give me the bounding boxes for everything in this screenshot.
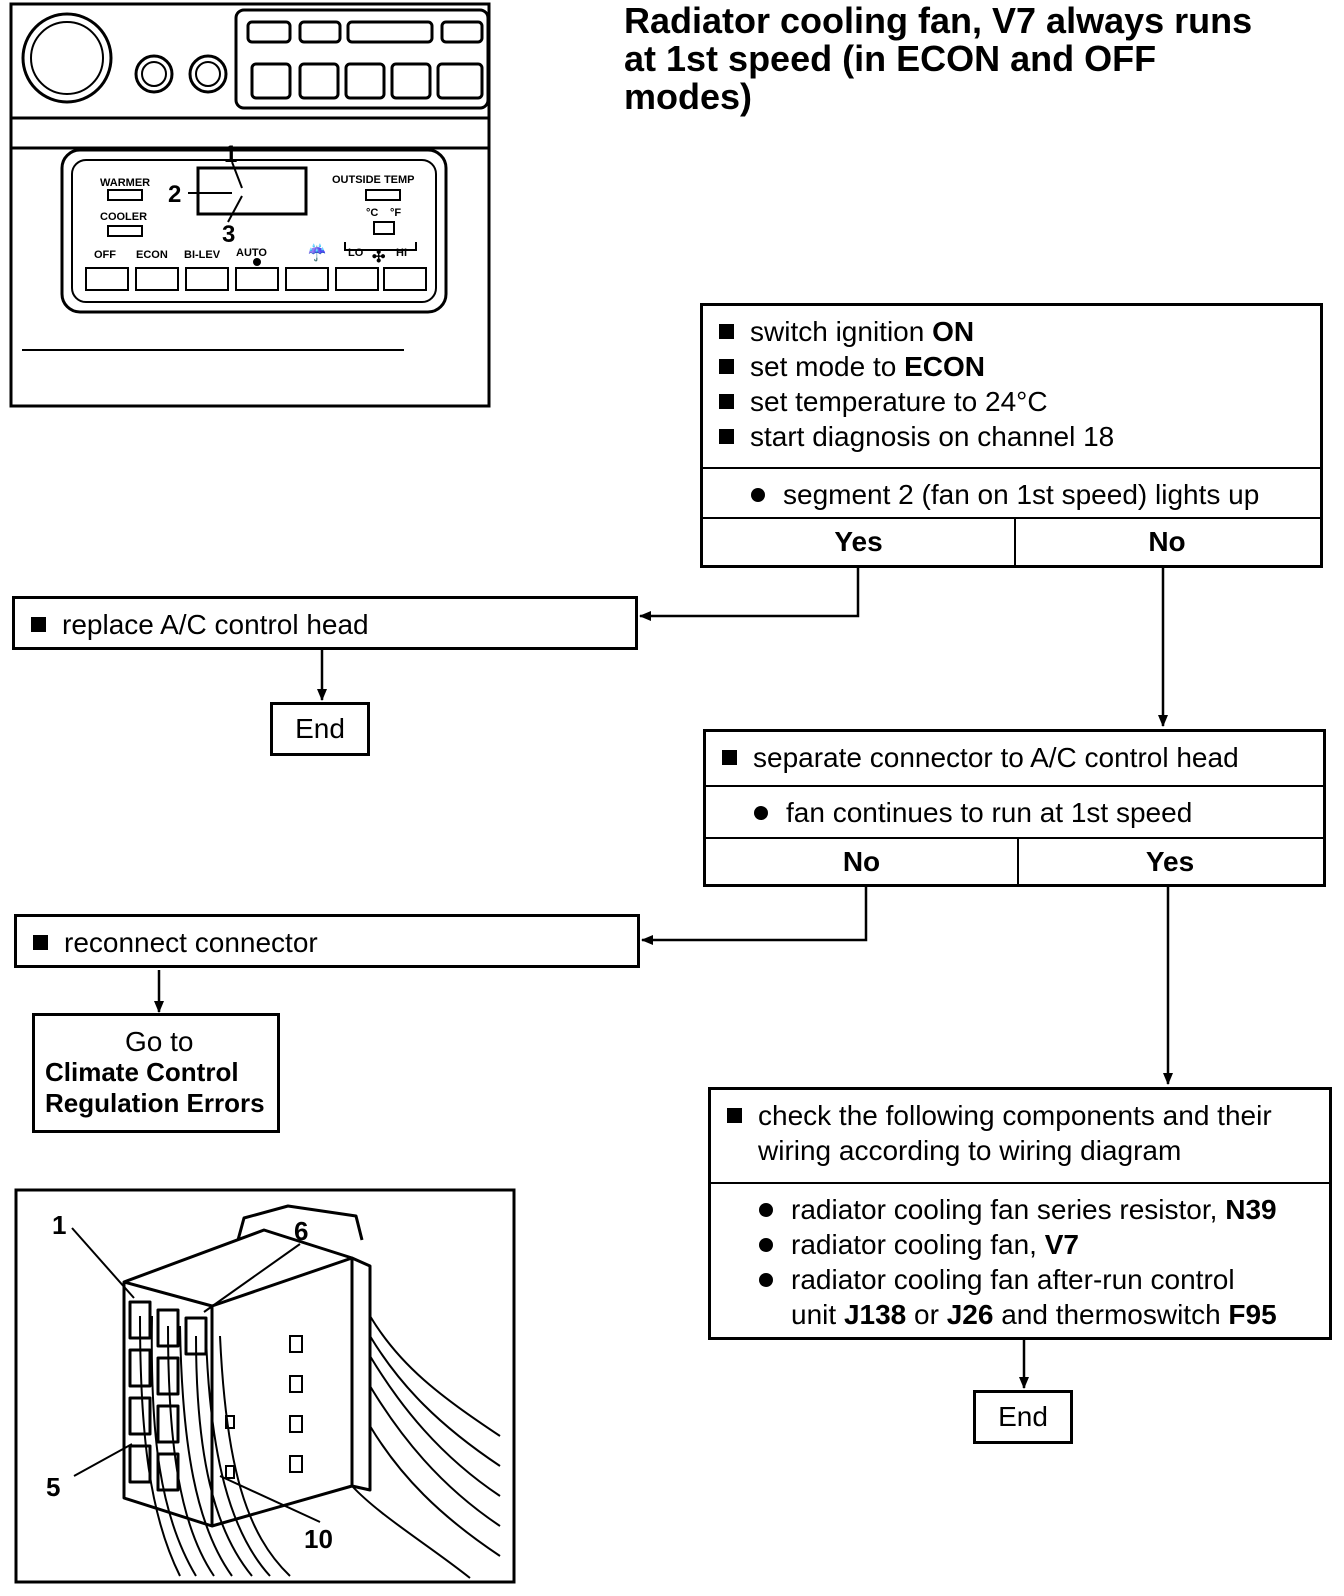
title-line-1: Radiator cooling fan, V7 always runs xyxy=(624,0,1253,41)
reconnect-text: reconnect connector xyxy=(64,927,318,958)
check-items: radiator cooling fan series resistor, N3… xyxy=(711,1182,1329,1337)
callout-2: 2 xyxy=(168,181,181,208)
step2-yes: Yes xyxy=(1145,845,1195,877)
replace-text: replace A/C control head xyxy=(62,609,369,640)
fan-icon: ✣ xyxy=(372,249,386,266)
step2-condition: fan continues to run at 1st speed xyxy=(786,797,1193,828)
goto-box: Go to Climate Control Regulation Errors xyxy=(32,1013,280,1133)
check-item: radiator cooling fan after-run control u… xyxy=(759,1262,1329,1332)
square-bullet-icon xyxy=(31,617,46,632)
step1-condition-row: segment 2 (fan on 1st speed) lights up xyxy=(703,467,1320,517)
title-line-2: at 1st speed (in ECON and OFF xyxy=(624,38,1157,79)
step2-condition-row: fan continues to run at 1st speed xyxy=(706,785,1323,837)
control-head-figure: WARMER COOLER OUTSIDE TEMP °C °F OFF ECO… xyxy=(9,2,491,408)
goto-line-3: Regulation Errors xyxy=(45,1088,265,1118)
connector-callout-1: 1 xyxy=(52,1210,66,1240)
warmer-label: WARMER xyxy=(100,177,150,189)
replace-box: replace A/C control head xyxy=(12,596,638,650)
connector-callout-10: 10 xyxy=(304,1524,333,1554)
step2-answers: No Yes xyxy=(706,837,1323,884)
connector-figure: 1 6 5 10 xyxy=(14,1188,516,1584)
callout-1: 1 xyxy=(224,141,237,168)
end-box-2: End xyxy=(973,1390,1073,1444)
celsius-label: °C xyxy=(366,207,378,219)
round-bullet-icon xyxy=(754,806,768,820)
outside-temp-label: OUTSIDE TEMP xyxy=(332,174,415,186)
square-bullet-icon xyxy=(727,1108,742,1123)
goto-line-2: Climate Control xyxy=(45,1057,239,1087)
step1-condition: segment 2 (fan on 1st speed) lights up xyxy=(783,479,1260,510)
check-line-2: wiring according to wiring diagram xyxy=(758,1135,1182,1166)
econ-label: ECON xyxy=(136,249,168,261)
step1-bullet: start diagnosis on channel 18 xyxy=(719,419,1320,454)
callout-3: 3 xyxy=(222,221,235,248)
cooler-label: COOLER xyxy=(100,211,147,223)
step2-action-row: separate connector to A/C control head xyxy=(722,740,1323,775)
defrost-icon: ☔ xyxy=(307,243,327,262)
check-action-row: check the following components and their… xyxy=(727,1098,1329,1168)
connector-callout-6: 6 xyxy=(294,1216,308,1246)
yes-arrow-1 xyxy=(639,568,860,621)
lo-label: LO xyxy=(348,247,364,259)
step1-no: No xyxy=(1148,526,1186,557)
round-bullet-icon xyxy=(759,1273,773,1287)
check-item: radiator cooling fan series resistor, N3… xyxy=(759,1192,1329,1227)
page-title: Radiator cooling fan, V7 always runs at … xyxy=(624,2,1252,116)
step1-yes: Yes xyxy=(703,519,1016,565)
step1-bullet: set temperature to 24°C xyxy=(719,384,1320,419)
step2-no: No xyxy=(706,839,1019,884)
hi-label: HI xyxy=(396,247,407,259)
step1-answers: Yes No xyxy=(703,517,1320,565)
auto-label: AUTO xyxy=(236,247,267,259)
check-item: radiator cooling fan, V7 xyxy=(759,1227,1329,1262)
square-bullet-icon xyxy=(719,359,734,374)
bilev-label: BI-LEV xyxy=(184,249,221,261)
square-bullet-icon xyxy=(719,429,734,444)
check-box: check the following components and their… xyxy=(708,1087,1332,1340)
connector-callout-5: 5 xyxy=(46,1472,60,1502)
goto-line-1: Go to xyxy=(125,1026,194,1057)
fahrenheit-label: °F xyxy=(390,207,401,219)
step1-bullet: set mode to ECON xyxy=(719,349,1320,384)
no-arrow-2 xyxy=(641,887,868,945)
step1-box: switch ignition ON set mode to ECON set … xyxy=(700,303,1323,568)
title-line-3: modes) xyxy=(624,76,753,117)
round-bullet-icon xyxy=(751,488,765,502)
square-bullet-icon xyxy=(722,750,737,765)
square-bullet-icon xyxy=(33,935,48,950)
reconnect-box: reconnect connector xyxy=(14,914,640,968)
check-line-1: check the following components and their xyxy=(758,1100,1272,1131)
square-bullet-icon xyxy=(719,394,734,409)
end-box-1: End xyxy=(270,702,370,756)
round-bullet-icon xyxy=(759,1203,773,1217)
off-label: OFF xyxy=(94,249,116,261)
step2-action: separate connector to A/C control head xyxy=(753,742,1239,773)
square-bullet-icon xyxy=(719,324,734,339)
round-bullet-icon xyxy=(759,1238,773,1252)
step2-box: separate connector to A/C control head f… xyxy=(703,729,1326,887)
step1-actions: switch ignition ON set mode to ECON set … xyxy=(719,314,1320,454)
step1-bullet: switch ignition ON xyxy=(719,314,1320,349)
